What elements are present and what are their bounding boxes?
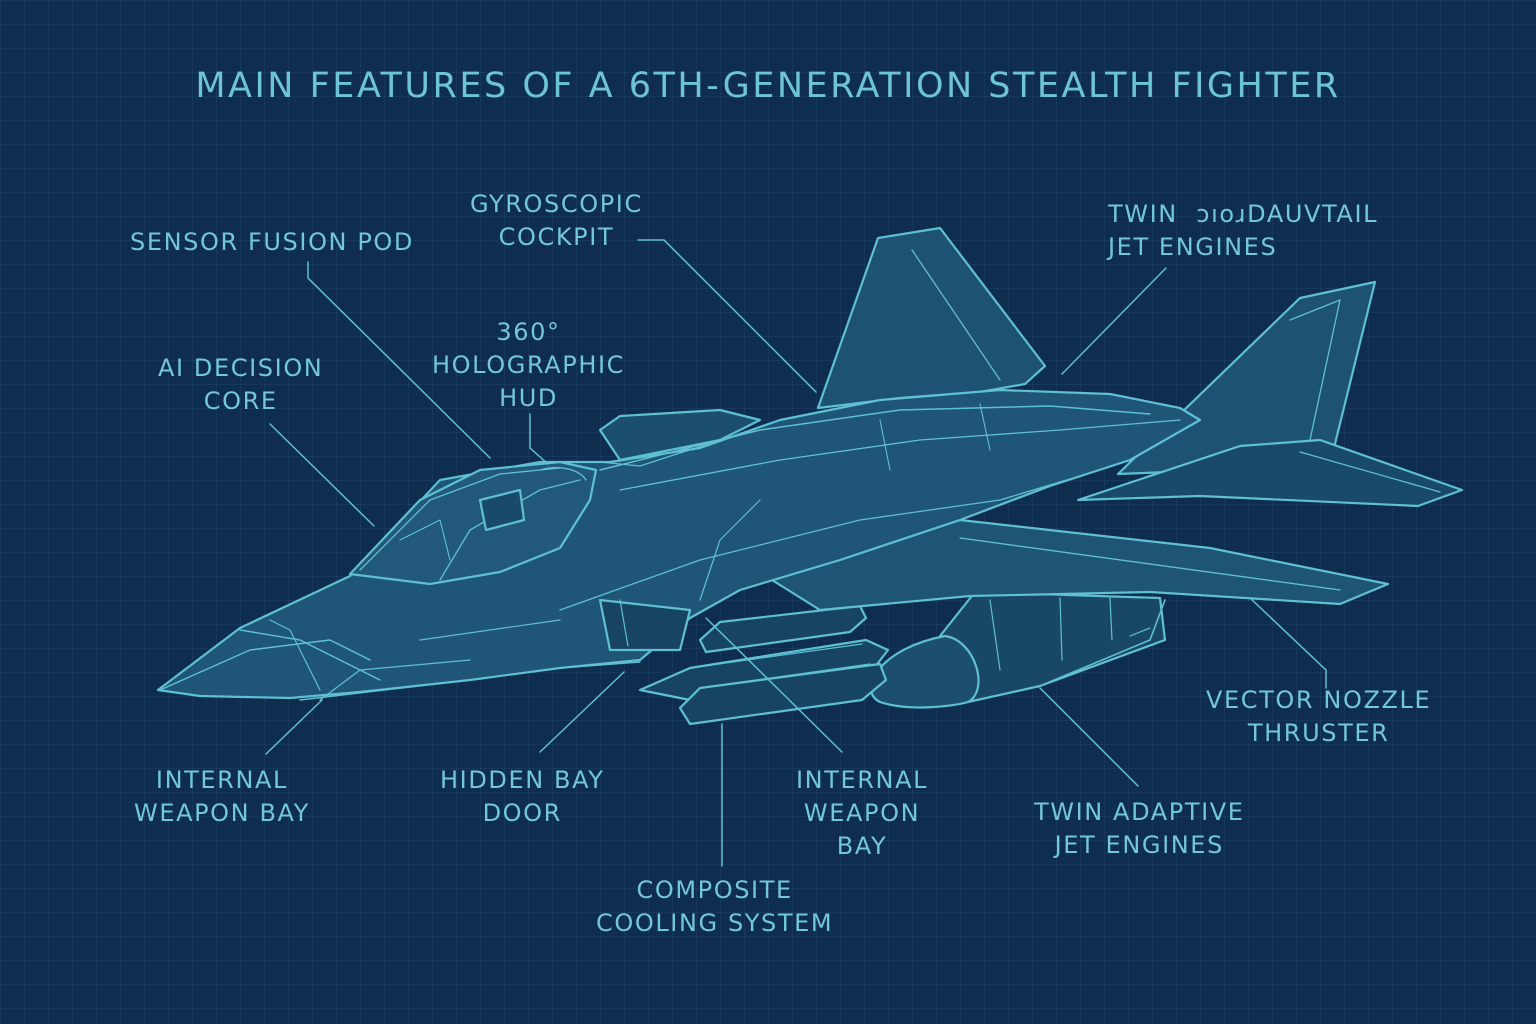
leader-hidden-bay-door: [539, 671, 625, 753]
leader-vector-nozzle-thruster: [1249, 597, 1327, 689]
leader-internal-weapon-bay-left: [265, 699, 323, 755]
leader-twin-adaptive-jet-engines: [1039, 687, 1139, 787]
label-internal-weapon-bay-center: INTERNAL WEAPON BAY: [796, 766, 929, 860]
fuselage: [156, 388, 1202, 701]
label-composite-cooling-system: COMPOSITE COOLING SYSTEM: [596, 876, 834, 937]
label-vector-nozzle-thruster: VECTOR NOZZLE THRUSTER: [1206, 686, 1432, 747]
label-twin-tail-jet-engines: TWIN ɔıoɹDAUVTAIL JET ENGINES: [1108, 200, 1379, 261]
leader-holographic-hud: [529, 413, 549, 465]
engine-pod: [869, 590, 1167, 709]
leader-gyroscopic-cockpit: [637, 239, 817, 393]
canopy: [348, 460, 598, 586]
left-vertical-tail: [816, 226, 1047, 410]
leader-internal-weapon-bay-center: [705, 617, 843, 753]
label-internal-weapon-bay-left: INTERNAL WEAPON BAY: [134, 766, 310, 827]
label-gyroscopic-cockpit: GYROSCOPIC COCKPIT: [470, 190, 643, 251]
leader-sensor-fusion-pod: [307, 261, 491, 459]
label-sensor-fusion-pod: SENSOR FUSION POD: [130, 228, 414, 256]
leader-ai-decision-core: [269, 423, 375, 527]
main-wing: [738, 518, 1390, 612]
label-hidden-bay-door: HIDDEN BAY DOOR: [440, 766, 605, 827]
leader-twin-tail-jet-engines: [1061, 267, 1167, 375]
label-twin-adaptive-jet-engines: TWIN ADAPTIVE JET ENGINES: [1034, 798, 1245, 859]
horizontal-stabilizer: [1076, 438, 1464, 508]
label-ai-decision-core: AI DECISION CORE: [158, 354, 324, 415]
label-holographic-hud: 360° HOLOGRAPHIC HUD: [432, 318, 626, 412]
diagram-title: MAIN FEATURES OF A 6TH-GENERATION STEALT…: [195, 66, 1341, 106]
